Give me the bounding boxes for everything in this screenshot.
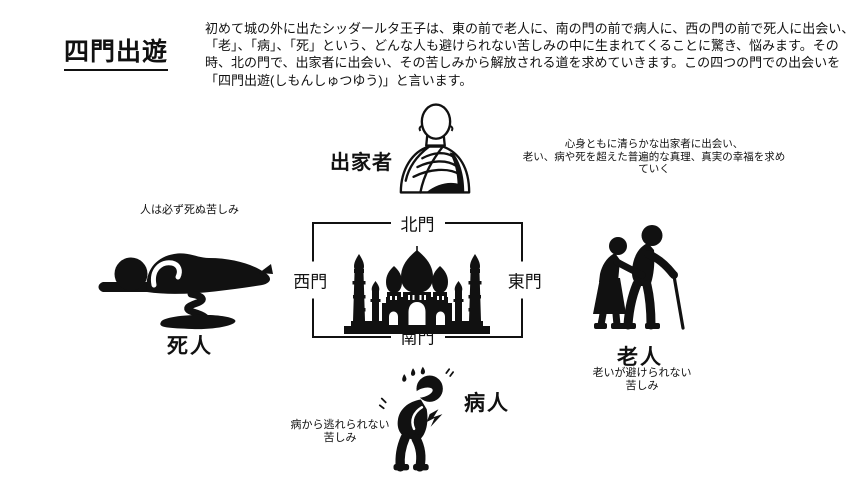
monk-icon	[399, 103, 471, 194]
old-person-caption-line1: 老いが避けられない	[592, 367, 692, 379]
sick-person-caption-line2: 苦しみ	[323, 432, 357, 444]
old-person-caption: 老いが避けられない 苦しみ	[591, 367, 693, 393]
monk-caption: 心身ともに清らかな出家者に出会い、 老い、病や死を超えた普遍的な真理、真実の幸福…	[520, 138, 788, 176]
sick-person-label: 病人	[464, 392, 510, 415]
monk-label: 出家者	[330, 152, 393, 174]
dead-person-icon	[98, 253, 273, 330]
sick-person-icon	[378, 366, 454, 472]
monk-caption-line2: 老い、病や死を超えた普遍的な真理、真実の幸福を求めていく	[522, 150, 786, 176]
sick-person-caption: 病から逃れられない 苦しみ	[288, 419, 392, 445]
gate-label-east: 東門	[505, 261, 544, 299]
elderly-couple-icon	[593, 225, 685, 330]
dead-person-caption: 人は必ず死ぬ苦しみ	[140, 204, 239, 216]
gate-label-west: 西門	[291, 261, 330, 299]
gate-diagram: 北門 南門 西門 東門	[291, 210, 544, 349]
intro-text: 初めて城の外に出たシッダールタ王子は、東の前で老人に、南の門の前で病人に、西の門…	[205, 21, 850, 88]
dead-person-label: 死人	[167, 335, 213, 358]
old-person-caption-line2: 苦しみ	[625, 380, 659, 392]
monk-caption-line1: 心身ともに清らかな出家者に出会い、	[564, 138, 744, 150]
page-title: 四門出遊	[64, 32, 169, 71]
palace-icon	[344, 246, 490, 334]
gate-label-north: 北門	[390, 210, 445, 236]
old-person-label: 老人	[617, 346, 663, 369]
sick-person-caption-line1: 病から逃れられない	[290, 419, 390, 431]
